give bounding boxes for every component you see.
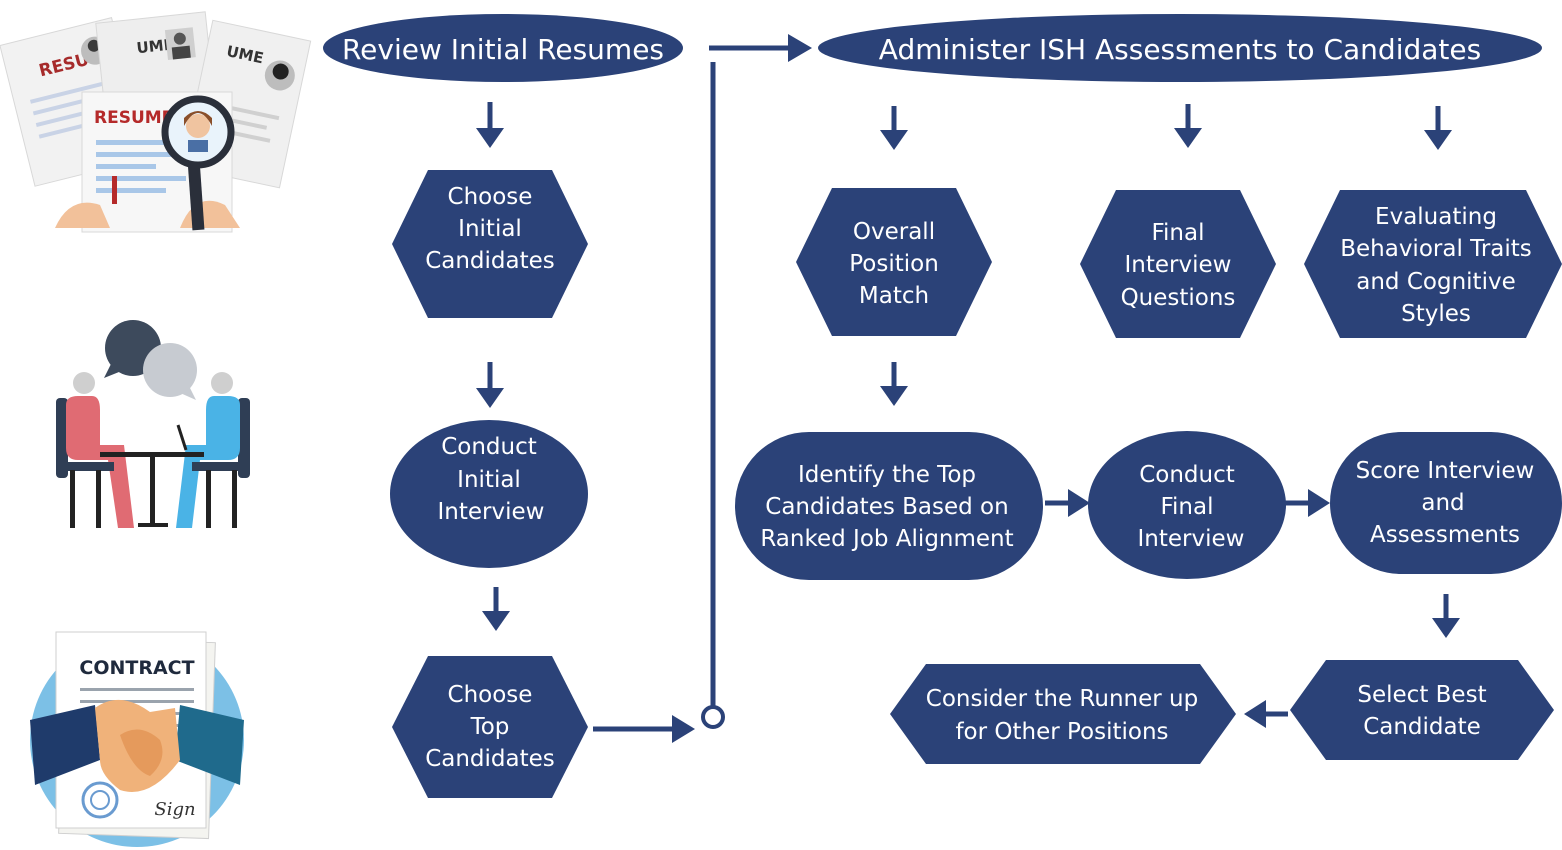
resume-label-2: UME: [136, 35, 175, 57]
arrow-left: [1244, 700, 1288, 728]
contract-handshake-illustration: CONTRACT Sign: [30, 631, 244, 847]
arrow-right: [709, 34, 812, 62]
resumes-magnifier-illustration: RESUME UME UME RESUME: [0, 11, 312, 233]
arrow-right: [1045, 489, 1090, 517]
node-label: Administer ISH Assessments to Candidates: [879, 33, 1481, 66]
resume-label-4: RESUME: [94, 108, 173, 128]
arrow-down: [1424, 106, 1452, 150]
interview-meeting-illustration: [56, 320, 250, 528]
arrow-right: [593, 715, 695, 743]
arrow-down: [1432, 594, 1460, 638]
speech-bubble-light: [143, 343, 197, 397]
node-review-initial-resumes: Review Initial Resumes: [323, 14, 683, 82]
arrow-down: [880, 362, 908, 406]
sign-label: Sign: [154, 799, 195, 820]
connector-node: [701, 705, 725, 729]
arrow-down: [880, 106, 908, 150]
node-label: Review Initial Resumes: [342, 33, 664, 66]
node-administer-assessments: Administer ISH Assessments to Candidates: [818, 14, 1542, 82]
arrow-down: [476, 362, 504, 408]
contract-label: CONTRACT: [79, 657, 194, 679]
arrow-down: [1174, 104, 1202, 148]
arrow-down: [476, 102, 504, 148]
arrow-right: [1285, 489, 1330, 517]
connectors: [476, 34, 1460, 743]
arrow-down: [482, 587, 510, 631]
